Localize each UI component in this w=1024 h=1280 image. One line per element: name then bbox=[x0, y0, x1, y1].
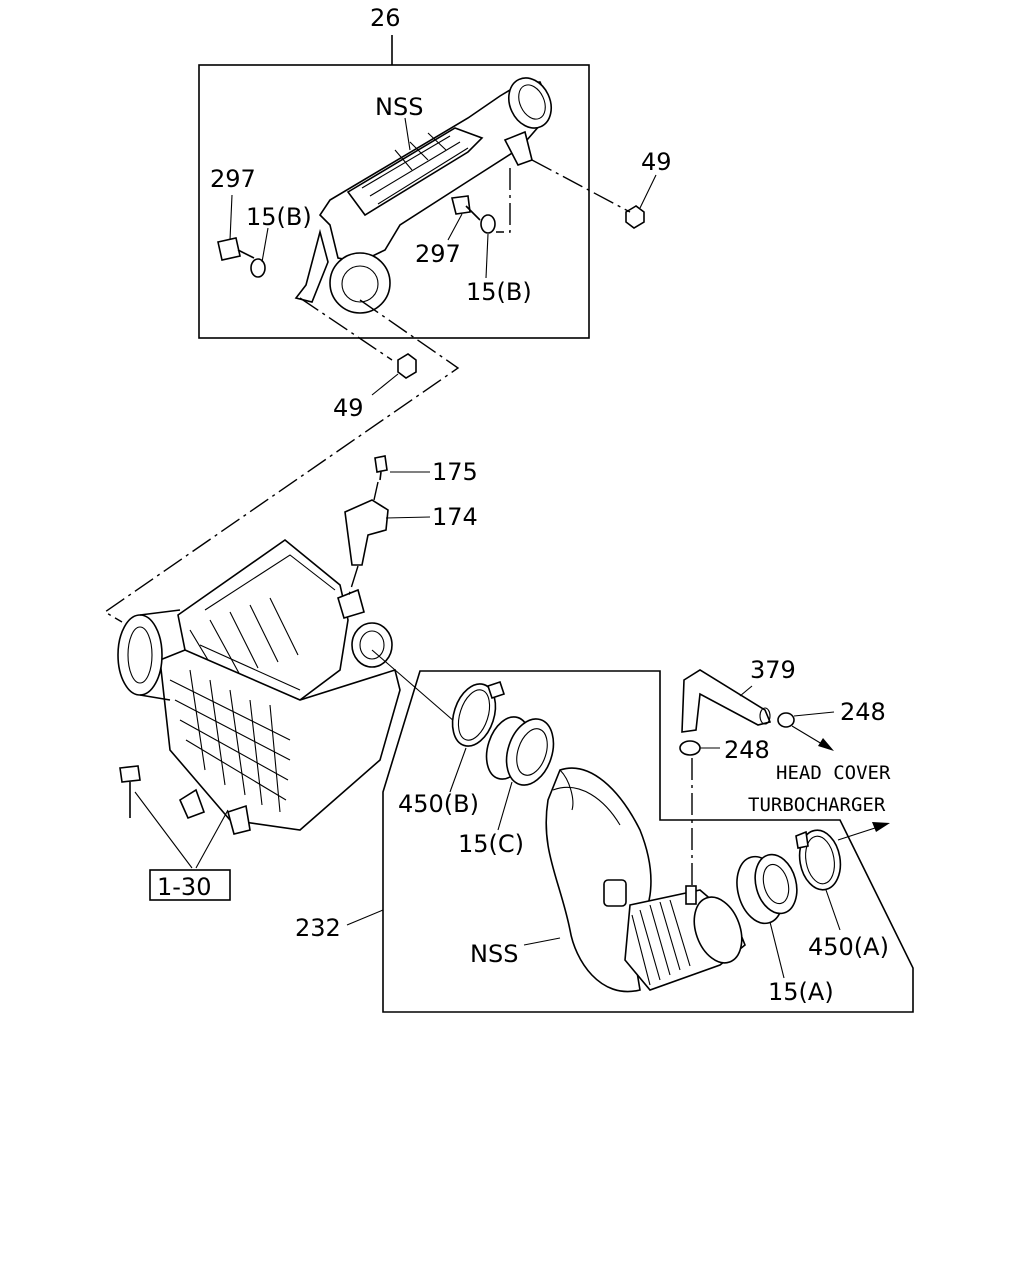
label-turbocharger: TURBOCHARGER bbox=[748, 794, 886, 816]
ref-box-1-30 bbox=[149, 869, 231, 901]
callout-248-right: 248 bbox=[840, 698, 886, 726]
callout-450b: 450(B) bbox=[398, 790, 479, 818]
nut-49-bottom bbox=[371, 353, 417, 396]
callout-15a: 15(A) bbox=[768, 978, 834, 1006]
seal-15c bbox=[485, 716, 555, 831]
arrow-head-cover bbox=[791, 725, 834, 751]
bolt-1-30 bbox=[119, 765, 229, 869]
callout-nss-top: NSS bbox=[375, 93, 423, 121]
air-cleaner-assembly bbox=[117, 538, 401, 835]
screw-175 bbox=[374, 455, 430, 481]
callout-49-top: 49 bbox=[641, 148, 672, 176]
bolt-297-right bbox=[447, 195, 481, 241]
callout-15c: 15(C) bbox=[458, 830, 524, 858]
callout-175: 175 bbox=[432, 458, 478, 486]
callout-450a: 450(A) bbox=[808, 933, 889, 961]
clamp-450b bbox=[449, 680, 506, 793]
callout-nss-bottom: NSS bbox=[470, 940, 518, 968]
callout-15b-left: 15(B) bbox=[246, 203, 312, 231]
callout-26: 26 bbox=[370, 4, 401, 32]
callout-174: 174 bbox=[432, 503, 478, 531]
sensor-174 bbox=[344, 499, 431, 566]
callout-297-left: 297 bbox=[210, 165, 256, 193]
callout-49-bottom: 49 bbox=[333, 394, 364, 422]
clamp-248-mid bbox=[679, 740, 720, 756]
group-outline-232 bbox=[346, 670, 914, 1013]
callout-297-right: 297 bbox=[415, 240, 461, 268]
callout-232: 232 bbox=[295, 914, 341, 942]
clamp-248-right bbox=[777, 711, 835, 728]
washer-15b-left bbox=[250, 227, 269, 278]
group-box-26 bbox=[198, 35, 590, 339]
label-head-cover: HEAD COVER bbox=[776, 762, 891, 784]
clamp-450a bbox=[795, 829, 842, 931]
washer-15b-right bbox=[480, 214, 496, 279]
arrow-turbocharger bbox=[837, 822, 890, 841]
hose-379 bbox=[681, 669, 772, 733]
callout-15b-right: 15(B) bbox=[466, 278, 532, 306]
callout-1-30: 1-30 bbox=[157, 873, 211, 901]
callout-248-mid: 248 bbox=[724, 736, 770, 764]
bolt-297-left bbox=[217, 194, 255, 261]
callout-379: 379 bbox=[750, 656, 796, 684]
seal-15a bbox=[736, 853, 798, 979]
nut-49-top bbox=[625, 174, 657, 229]
hose-232 bbox=[523, 767, 746, 993]
air-duct-26 bbox=[294, 77, 552, 314]
